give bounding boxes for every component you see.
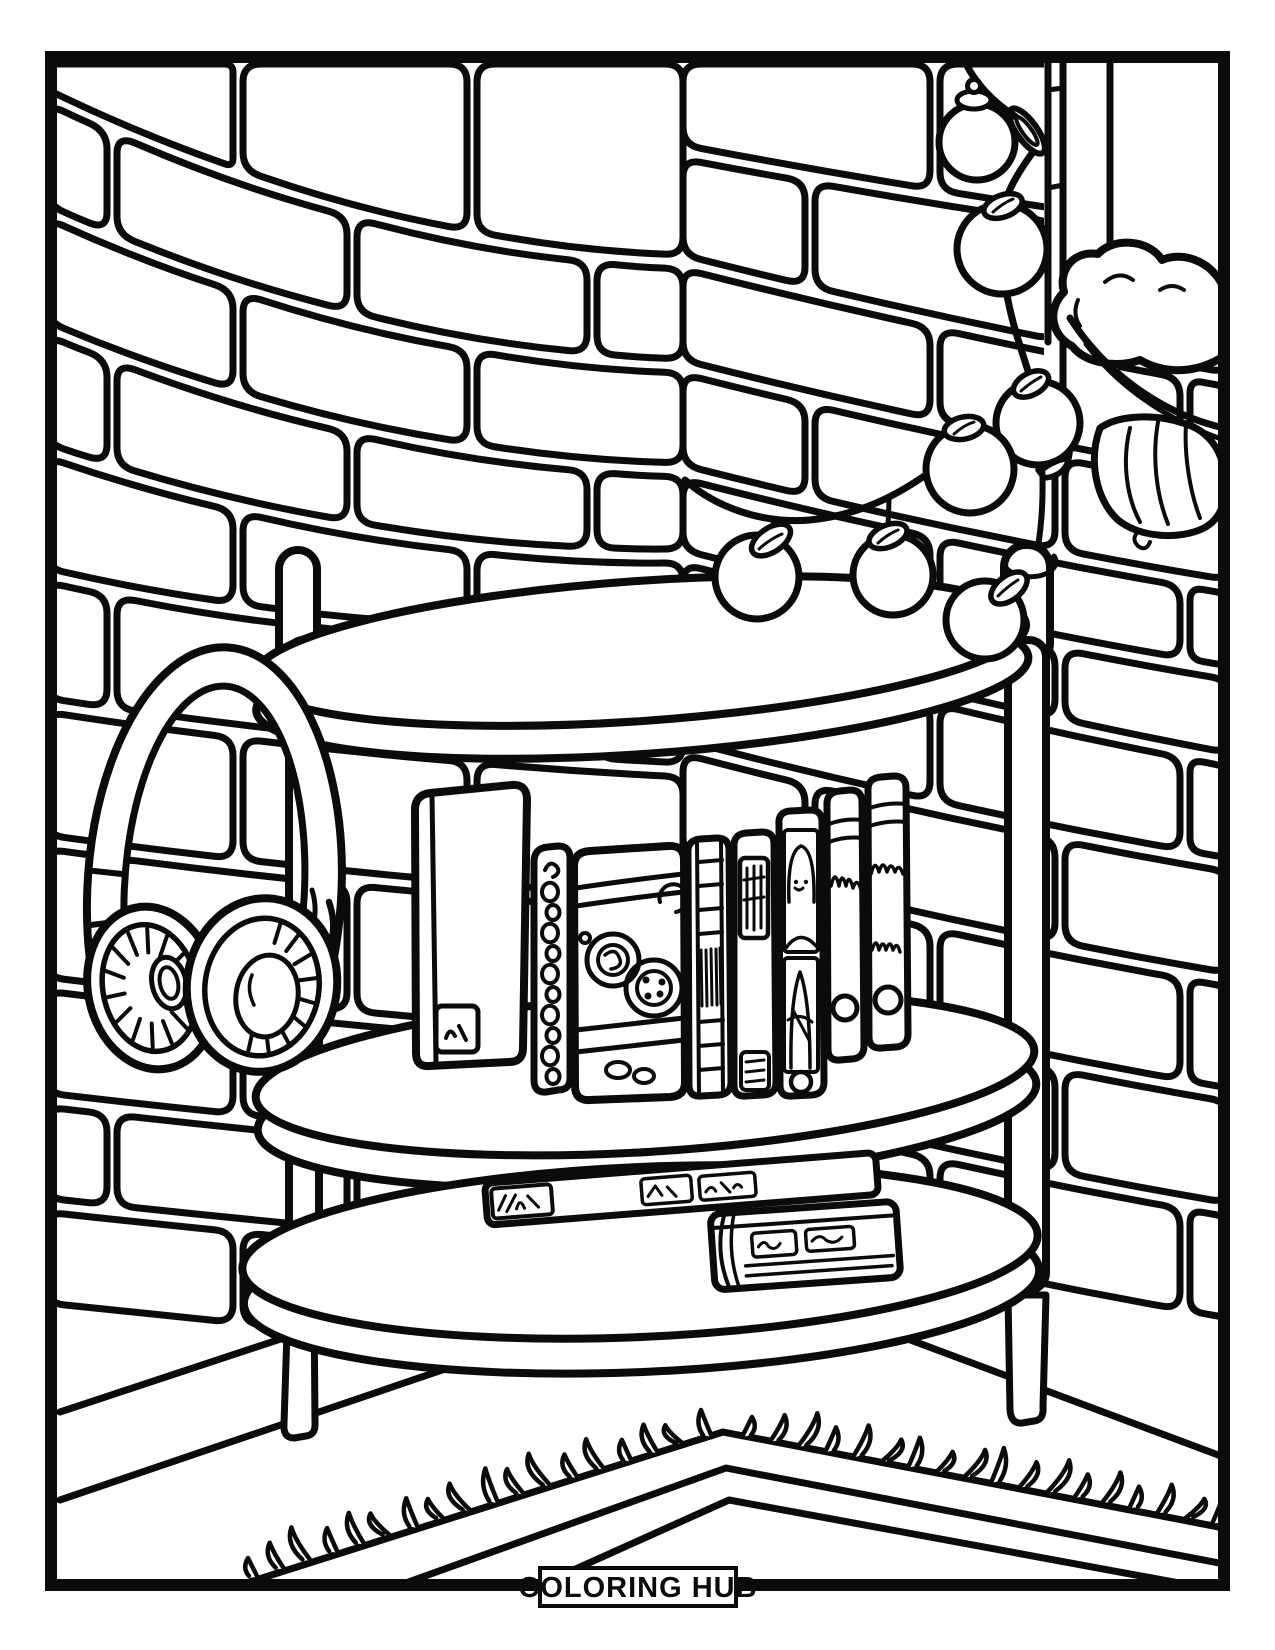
light-bulb-icon xyxy=(922,413,1018,517)
stacked-magazine xyxy=(481,1149,882,1229)
light-bulb-icon xyxy=(849,520,937,619)
book-scribble-spine-2 xyxy=(864,772,912,1052)
headphone-right-earcup xyxy=(182,894,342,1076)
brand-badge-label: COLORING HUB xyxy=(518,1572,757,1604)
book-circle-spine xyxy=(530,842,574,1096)
cord-clip-icon xyxy=(1006,105,1048,157)
string-lights xyxy=(681,57,1084,663)
book-ladder-spine xyxy=(684,834,735,1100)
light-bulb-icon xyxy=(942,569,1030,663)
book-large-cover xyxy=(410,780,531,1071)
light-bulb-icon xyxy=(992,368,1084,469)
rug xyxy=(236,1407,1224,1585)
book-ornate-spine xyxy=(569,841,690,1105)
headphones-icon xyxy=(82,643,346,1076)
light-bulb-icon xyxy=(953,190,1051,298)
right-pole xyxy=(1004,636,1050,1294)
rug-fringe xyxy=(243,1407,1224,1581)
light-bulb-icon xyxy=(711,521,803,623)
book-portrait-spine xyxy=(775,806,828,1100)
brand-badge: COLORING HUB xyxy=(518,1566,757,1608)
book-scribble-spine-1 xyxy=(823,786,868,1064)
book-label-spine xyxy=(730,828,780,1100)
book-stack xyxy=(481,1149,904,1293)
books-row xyxy=(410,772,912,1105)
right-leg xyxy=(1004,1291,1050,1427)
stacked-thick-book xyxy=(707,1198,904,1293)
light-bulb-icon xyxy=(935,77,1019,184)
